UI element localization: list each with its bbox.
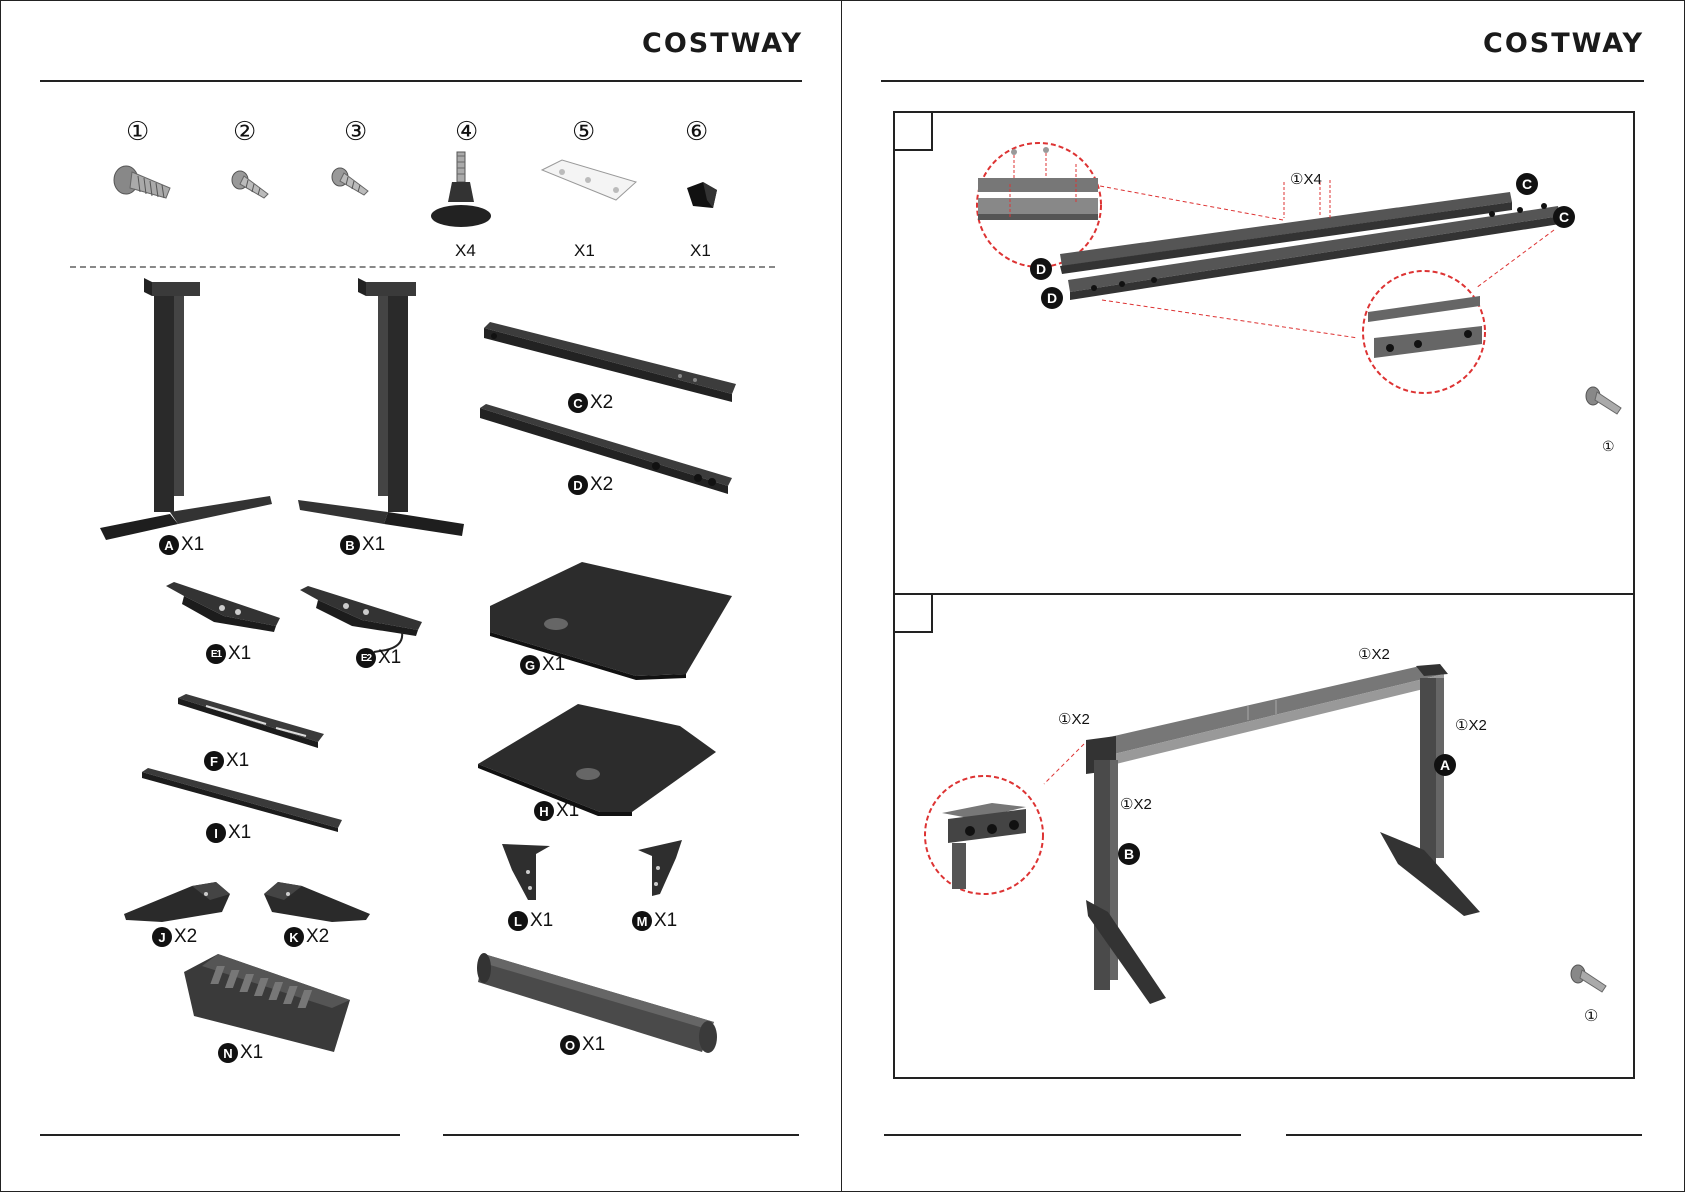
hardware-1-number: ①	[126, 117, 149, 147]
part-e2-label: E2 X1	[356, 647, 401, 669]
bracket-j-illustration	[122, 880, 232, 926]
hardware-6-number: ⑥	[685, 117, 708, 147]
dashed-separator	[70, 266, 775, 268]
hardware-2-number: ②	[233, 117, 256, 147]
hardware-6-qty: X1	[690, 241, 711, 261]
step-1-screw-callout: ①X4	[1290, 170, 1322, 188]
step-2-bolt-icon	[1570, 964, 1610, 1000]
step-2-label-a: A	[1434, 754, 1456, 776]
leg-a-illustration	[100, 278, 280, 540]
bracket-k-illustration	[262, 880, 372, 926]
detail-magnifier-right	[1360, 268, 1488, 396]
step-1-label-d-top: D	[1030, 258, 1052, 280]
step-1-label-c-bottom: C	[1553, 206, 1575, 228]
step-1-bolt-icon	[1585, 386, 1625, 422]
bracket-e2-illustration	[298, 586, 428, 652]
step-2-label-b: B	[1118, 843, 1140, 865]
tabletop-h-illustration	[476, 700, 720, 816]
step-2-detail-pointer	[1040, 740, 1090, 790]
cable-tray-n-illustration	[182, 952, 352, 1056]
step-2-screw-callout-right: ①X2	[1455, 716, 1487, 734]
hardware-5-qty: X1	[574, 241, 595, 261]
step-2-frame-diagram	[1080, 660, 1500, 1020]
rail-f-illustration	[176, 692, 326, 752]
step-1-hardware-ref: ①	[1602, 438, 1615, 455]
screw-icon	[230, 168, 272, 208]
end-cap-icon	[683, 178, 723, 212]
footer-rule-left-2	[443, 1134, 799, 1136]
bracket-m-illustration	[636, 838, 686, 900]
header-rule-right	[881, 80, 1644, 82]
hardware-4-number: ④	[455, 117, 478, 147]
page-divider	[841, 0, 842, 1192]
brand-logo-right: COSTWAY	[1483, 28, 1644, 59]
hardware-5-number: ⑤	[572, 117, 595, 147]
step-2-hardware-ref: ①	[1584, 1006, 1598, 1026]
step-1-number-box	[895, 113, 933, 151]
footer-rule-right-1	[884, 1134, 1241, 1136]
step-2-screw-callout-front: ①X2	[1120, 795, 1152, 813]
wood-screw-icon	[330, 165, 372, 205]
step-2-screw-callout-top: ①X2	[1358, 645, 1390, 663]
step-2-screw-callout-left: ①X2	[1058, 710, 1090, 728]
detail-magnifier-step-2	[922, 773, 1046, 897]
step-1-label-c-top: C	[1516, 173, 1538, 195]
bolt-icon	[108, 158, 178, 208]
brand-logo-left: COSTWAY	[642, 28, 803, 59]
hardware-3-number: ③	[344, 117, 367, 147]
footer-rule-right-2	[1286, 1134, 1642, 1136]
mounting-plate-icon	[536, 158, 642, 208]
leg-b-illustration	[298, 278, 468, 540]
hardware-4-qty: X4	[455, 241, 476, 261]
leveling-foot-icon	[428, 150, 494, 230]
bracket-l-illustration	[500, 842, 554, 904]
header-rule-left	[40, 80, 802, 82]
step-1-label-d-bottom: D	[1041, 287, 1063, 309]
bracket-e1-illustration	[164, 582, 284, 638]
step-2-number-box	[895, 595, 933, 633]
footer-rule-left-1	[40, 1134, 400, 1136]
beam-c-illustration	[480, 318, 740, 398]
